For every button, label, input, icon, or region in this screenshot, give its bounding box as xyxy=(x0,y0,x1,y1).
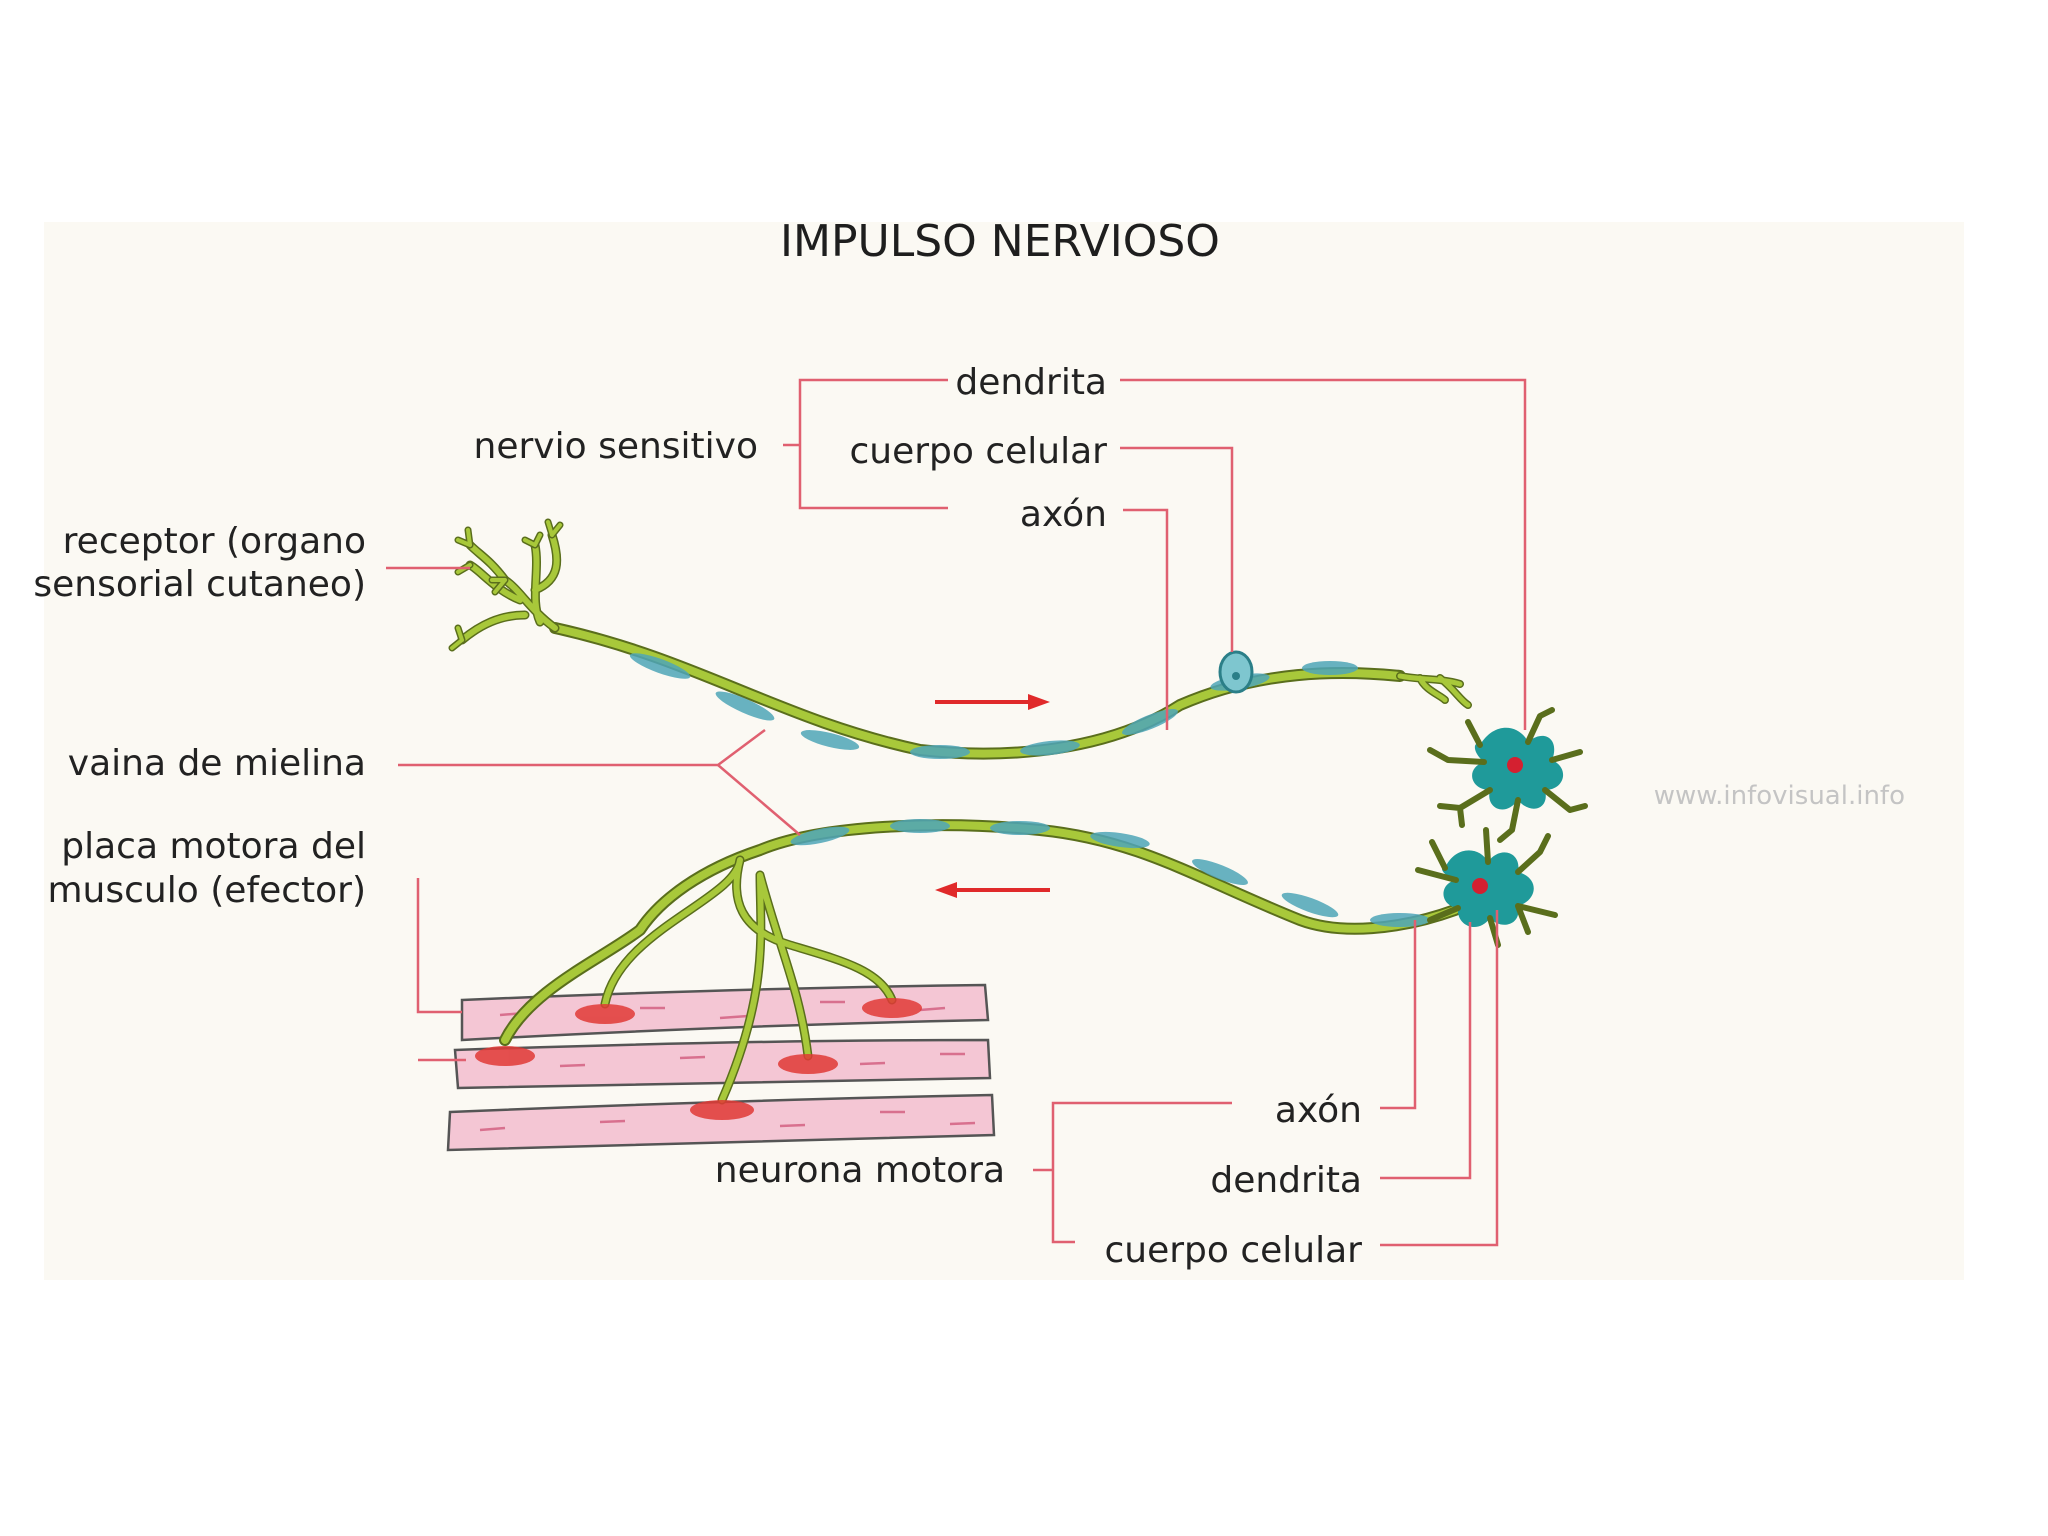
muscle-fibres xyxy=(446,983,996,1152)
muscle-fibre-2 xyxy=(453,1038,992,1090)
muscle-fibre-3 xyxy=(446,1093,996,1152)
label-cuerpo-celular-top: cuerpo celular xyxy=(849,431,1107,472)
diagram-title: IMPULSO NERVIOSO xyxy=(780,216,1220,267)
arrow-right-icon xyxy=(935,694,1050,710)
motor-nerve xyxy=(475,819,1461,1120)
arrow-left-icon xyxy=(935,882,1050,898)
label-axon-bottom: axón xyxy=(1275,1090,1362,1131)
label-placa-line1: placa motora del xyxy=(61,826,366,867)
label-vaina-de-mielina: vaina de mielina xyxy=(68,743,366,784)
label-axon-top: axón xyxy=(1020,494,1107,535)
motor-end-plates xyxy=(475,998,922,1120)
sensory-neuron-soma xyxy=(1427,707,1588,843)
label-receptor-line2: sensorial cutaneo) xyxy=(33,564,366,605)
label-placa-line2: musculo (efector) xyxy=(47,870,366,911)
leader-lines xyxy=(386,378,1527,1247)
receptor-organ xyxy=(448,518,564,652)
label-neurona-motora: neurona motora xyxy=(715,1150,1005,1191)
sensory-cell-nucleus xyxy=(1232,672,1240,680)
myelin-sheath-sensory xyxy=(629,653,1358,759)
label-dendrita-bottom: dendrita xyxy=(1210,1160,1362,1201)
labels: nervio sensitivo dendrita cuerpo celular… xyxy=(33,362,1362,1271)
myelin-sheath-motor xyxy=(790,819,1430,927)
label-dendrita-top: dendrita xyxy=(955,362,1107,403)
label-nervio-sensitivo: nervio sensitivo xyxy=(474,426,758,467)
sensory-nerve xyxy=(448,518,1472,760)
motor-nucleus xyxy=(1472,878,1488,894)
watermark: www.infovisual.info xyxy=(1654,781,1905,811)
motor-neuron-soma xyxy=(1415,827,1558,948)
label-cuerpo-celular-bottom: cuerpo celular xyxy=(1104,1230,1362,1271)
sensory-nucleus xyxy=(1507,757,1523,773)
label-receptor-line1: receptor (organo xyxy=(63,521,366,562)
muscle-striations xyxy=(479,1000,976,1132)
muscle-fibre-1 xyxy=(460,983,990,1042)
